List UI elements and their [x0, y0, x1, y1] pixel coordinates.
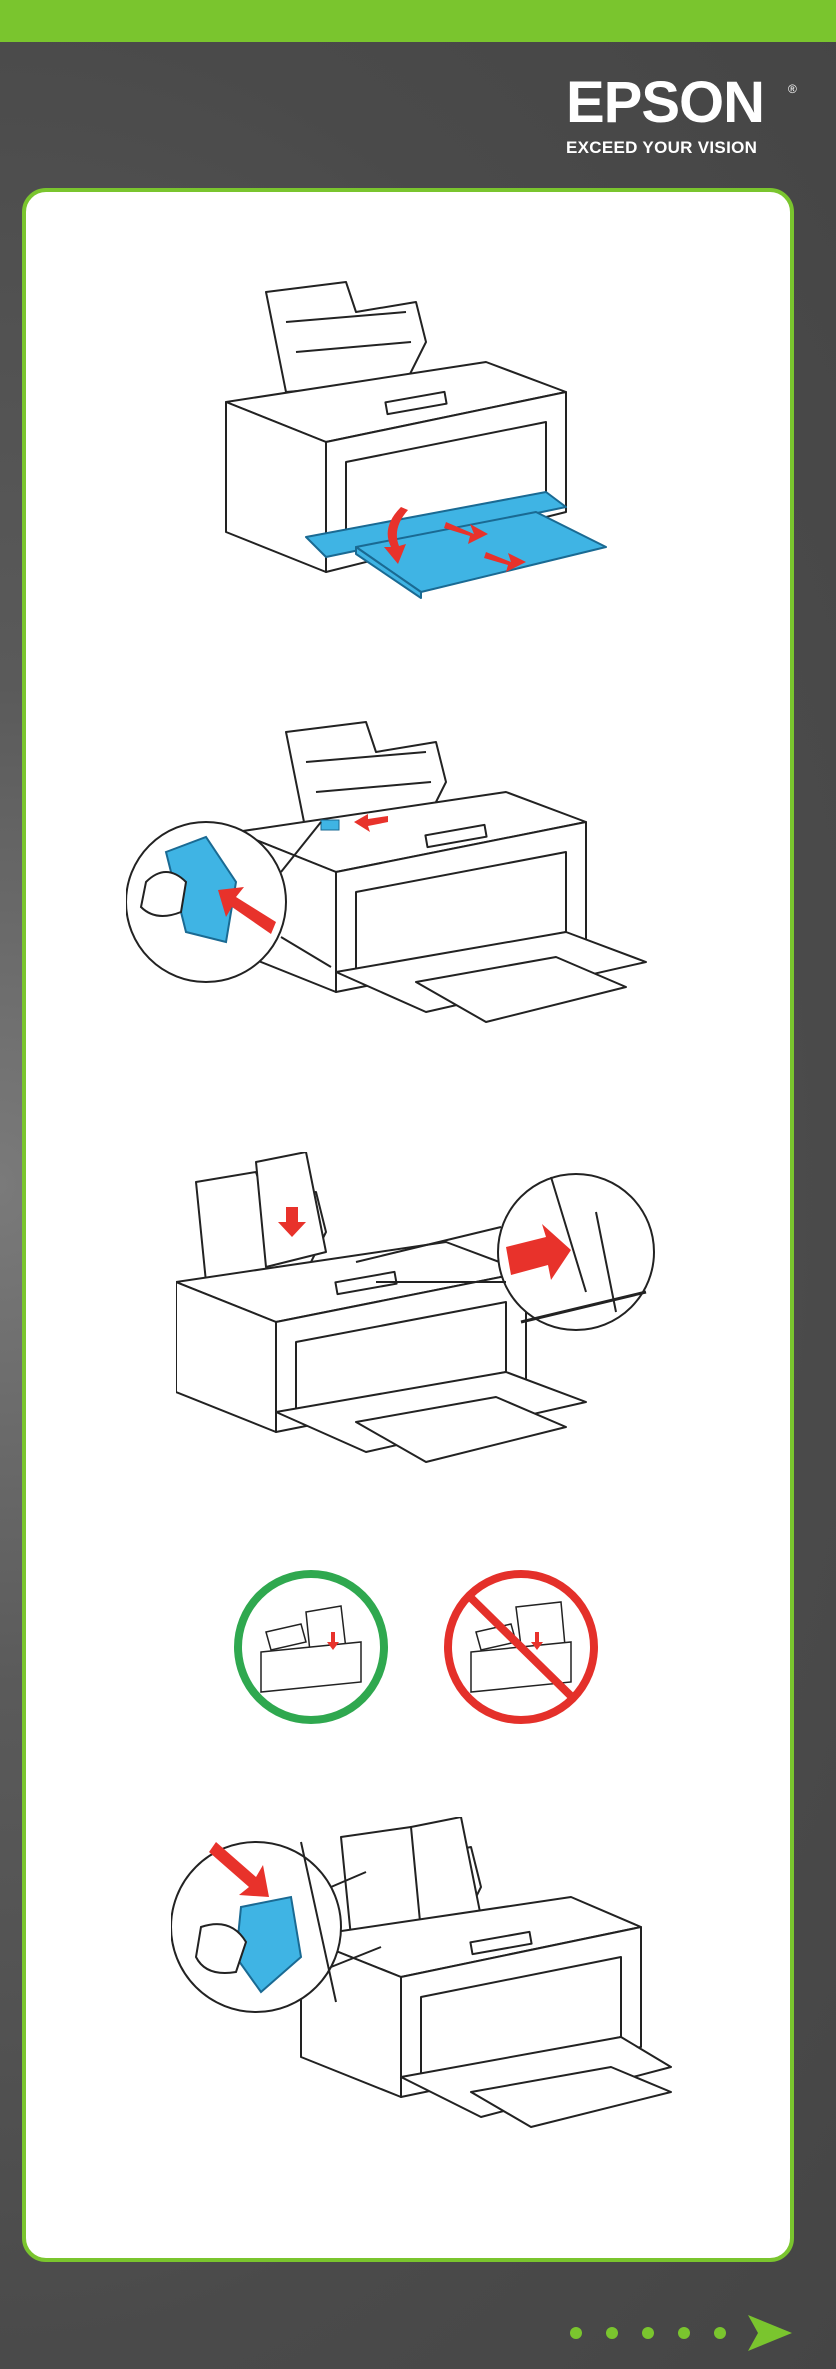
figure-slide-guide-against-paper	[171, 1817, 691, 2147]
figure-slide-edge-guide-left	[126, 712, 666, 1042]
pager-dot	[642, 2327, 654, 2339]
instruction-card	[22, 188, 794, 2262]
pager-dot	[570, 2327, 582, 2339]
top-accent-bar	[0, 0, 836, 42]
correct-loading-icon	[238, 1574, 384, 1720]
pager-dot	[678, 2327, 690, 2339]
incorrect-loading-icon	[448, 1574, 594, 1720]
page-navigation[interactable]	[570, 2315, 800, 2351]
figure-correct-vs-incorrect	[231, 1562, 601, 1732]
pager-dot	[606, 2327, 618, 2339]
pager-dot	[714, 2327, 726, 2339]
next-arrow-icon[interactable]	[748, 2315, 792, 2351]
figure-insert-paper	[176, 1152, 676, 1482]
registered-mark: ®	[788, 82, 797, 96]
brand-name: EPSON	[566, 74, 806, 132]
epson-logo: EPSON ® EXCEED YOUR VISION	[566, 74, 806, 158]
figure-extend-output-tray	[206, 272, 626, 602]
brand-tagline: EXCEED YOUR VISION	[566, 138, 806, 158]
